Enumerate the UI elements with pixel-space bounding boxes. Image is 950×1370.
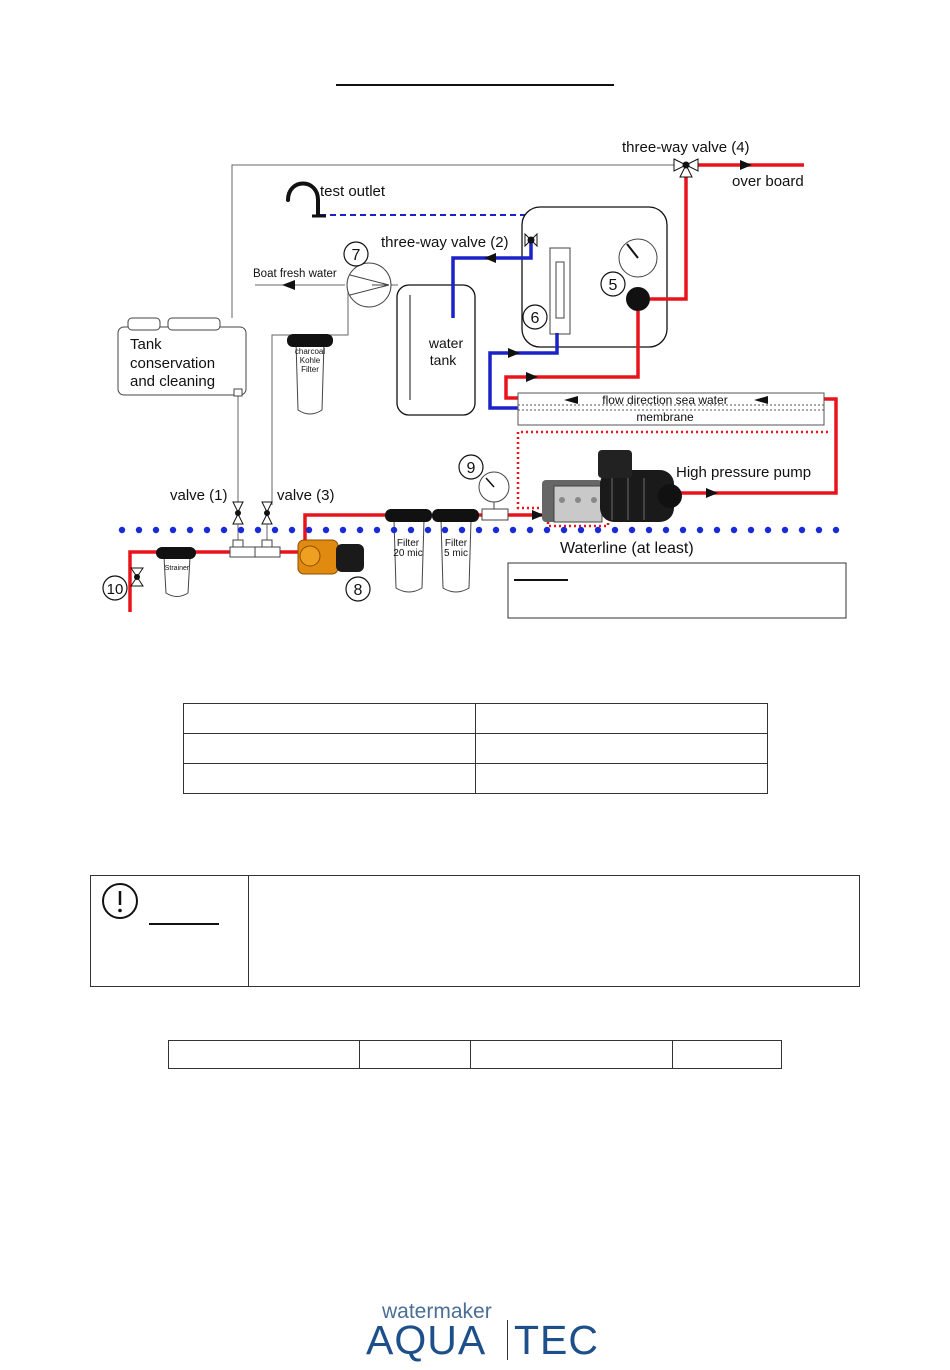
exclamation-circle-icon: [102, 883, 138, 919]
table-row: [183, 733, 768, 764]
tank-label-3: and cleaning: [130, 373, 215, 390]
marker-8: 8: [354, 582, 363, 599]
marker-5: 5: [609, 277, 618, 294]
marker-7: 7: [352, 247, 361, 264]
valve-1: [232, 501, 244, 548]
charcoal-label-2: Kohle: [300, 356, 321, 365]
logo-aqua-text: AQUA: [366, 1317, 487, 1363]
test-outlet-label: test outlet: [320, 183, 386, 200]
warning-box: [90, 875, 860, 987]
tank-conservation: Tank conservation and cleaning: [117, 317, 247, 397]
charcoal-filter: charcoal Kohle Filter: [287, 334, 333, 415]
feed-pressure-gauge: [478, 471, 510, 521]
three-way-valve-2: [524, 232, 538, 248]
waterline-dots: [118, 526, 840, 534]
valve-10: [130, 567, 144, 587]
tank-label-1: Tank: [130, 336, 162, 353]
control-panel: [521, 206, 668, 348]
high-pressure-pump-label: High pressure pump: [676, 464, 811, 481]
over-board-label: over board: [732, 173, 804, 190]
valve-1-label: valve (1): [170, 487, 228, 504]
warning-icon-cell: [91, 876, 249, 986]
number-markers: [102, 241, 626, 602]
bypass-line: [516, 430, 828, 510]
charcoal-label-1: charcoal: [295, 347, 325, 356]
strainer: Strainer: [156, 547, 196, 597]
logo-tec-text: TEC: [514, 1317, 599, 1363]
table-row: [183, 703, 768, 734]
pressure-valve-icon: [626, 287, 650, 311]
watermaker-schematic: Tank conservation and cleaning charcoal …: [102, 84, 847, 619]
specs-table: [183, 703, 768, 794]
marker-9: 9: [467, 460, 476, 477]
logo-separator: [507, 1320, 508, 1360]
charcoal-label-3: Filter: [301, 365, 319, 374]
water-tank: water tank: [396, 284, 476, 416]
flow-direction-label: flow direction sea water: [602, 393, 727, 407]
water-tank-label-2: tank: [430, 352, 457, 368]
note-box: [507, 562, 847, 619]
valve-3: [261, 501, 273, 548]
filter-20-label-2: 20 mic: [393, 548, 422, 559]
three-way-valve-2-label: three-way valve (2): [381, 234, 509, 251]
filter-5-label-2: 5 mic: [444, 548, 468, 559]
marker-10: 10: [107, 581, 124, 598]
membrane-label: membrane: [636, 410, 694, 424]
fresh-water-pump: [346, 262, 392, 308]
filter-20-mic: Filter 20 mic: [385, 509, 432, 593]
tank-label-2: conservation: [130, 355, 215, 372]
valve-3-label: valve (3): [277, 487, 335, 504]
filter-5-mic: Filter 5 mic: [432, 509, 479, 593]
three-way-valve-4-label: three-way valve (4): [622, 139, 750, 156]
logo-watermaker-text: watermaker: [382, 1300, 492, 1323]
table-row: [183, 763, 768, 794]
filter-5-label-1: Filter: [445, 538, 468, 549]
waterline-label: Waterline (at least): [560, 540, 694, 557]
filter-20-label-1: Filter: [397, 538, 420, 549]
feed-pump: [297, 539, 364, 575]
marker-6: 6: [531, 310, 540, 327]
boat-fresh-water-label: Boat fresh water: [253, 268, 337, 280]
membrane: flow direction sea water membrane: [517, 392, 825, 426]
boat-fresh-water-arrow: [282, 280, 295, 290]
aquatec-logo: watermaker AQUA TEC: [366, 1300, 606, 1363]
strainer-label: Strainer: [165, 565, 190, 572]
test-outlet-line: [320, 214, 532, 235]
test-outlet-tap-icon: [286, 181, 320, 217]
table-row: [167, 1040, 783, 1069]
water-tank-label-1: water: [428, 335, 464, 351]
footer-table: [167, 1040, 783, 1069]
high-pressure-pump: High pressure pump: [542, 450, 811, 523]
warning-heading-line: [149, 923, 219, 925]
three-way-valve-4: [673, 158, 699, 178]
